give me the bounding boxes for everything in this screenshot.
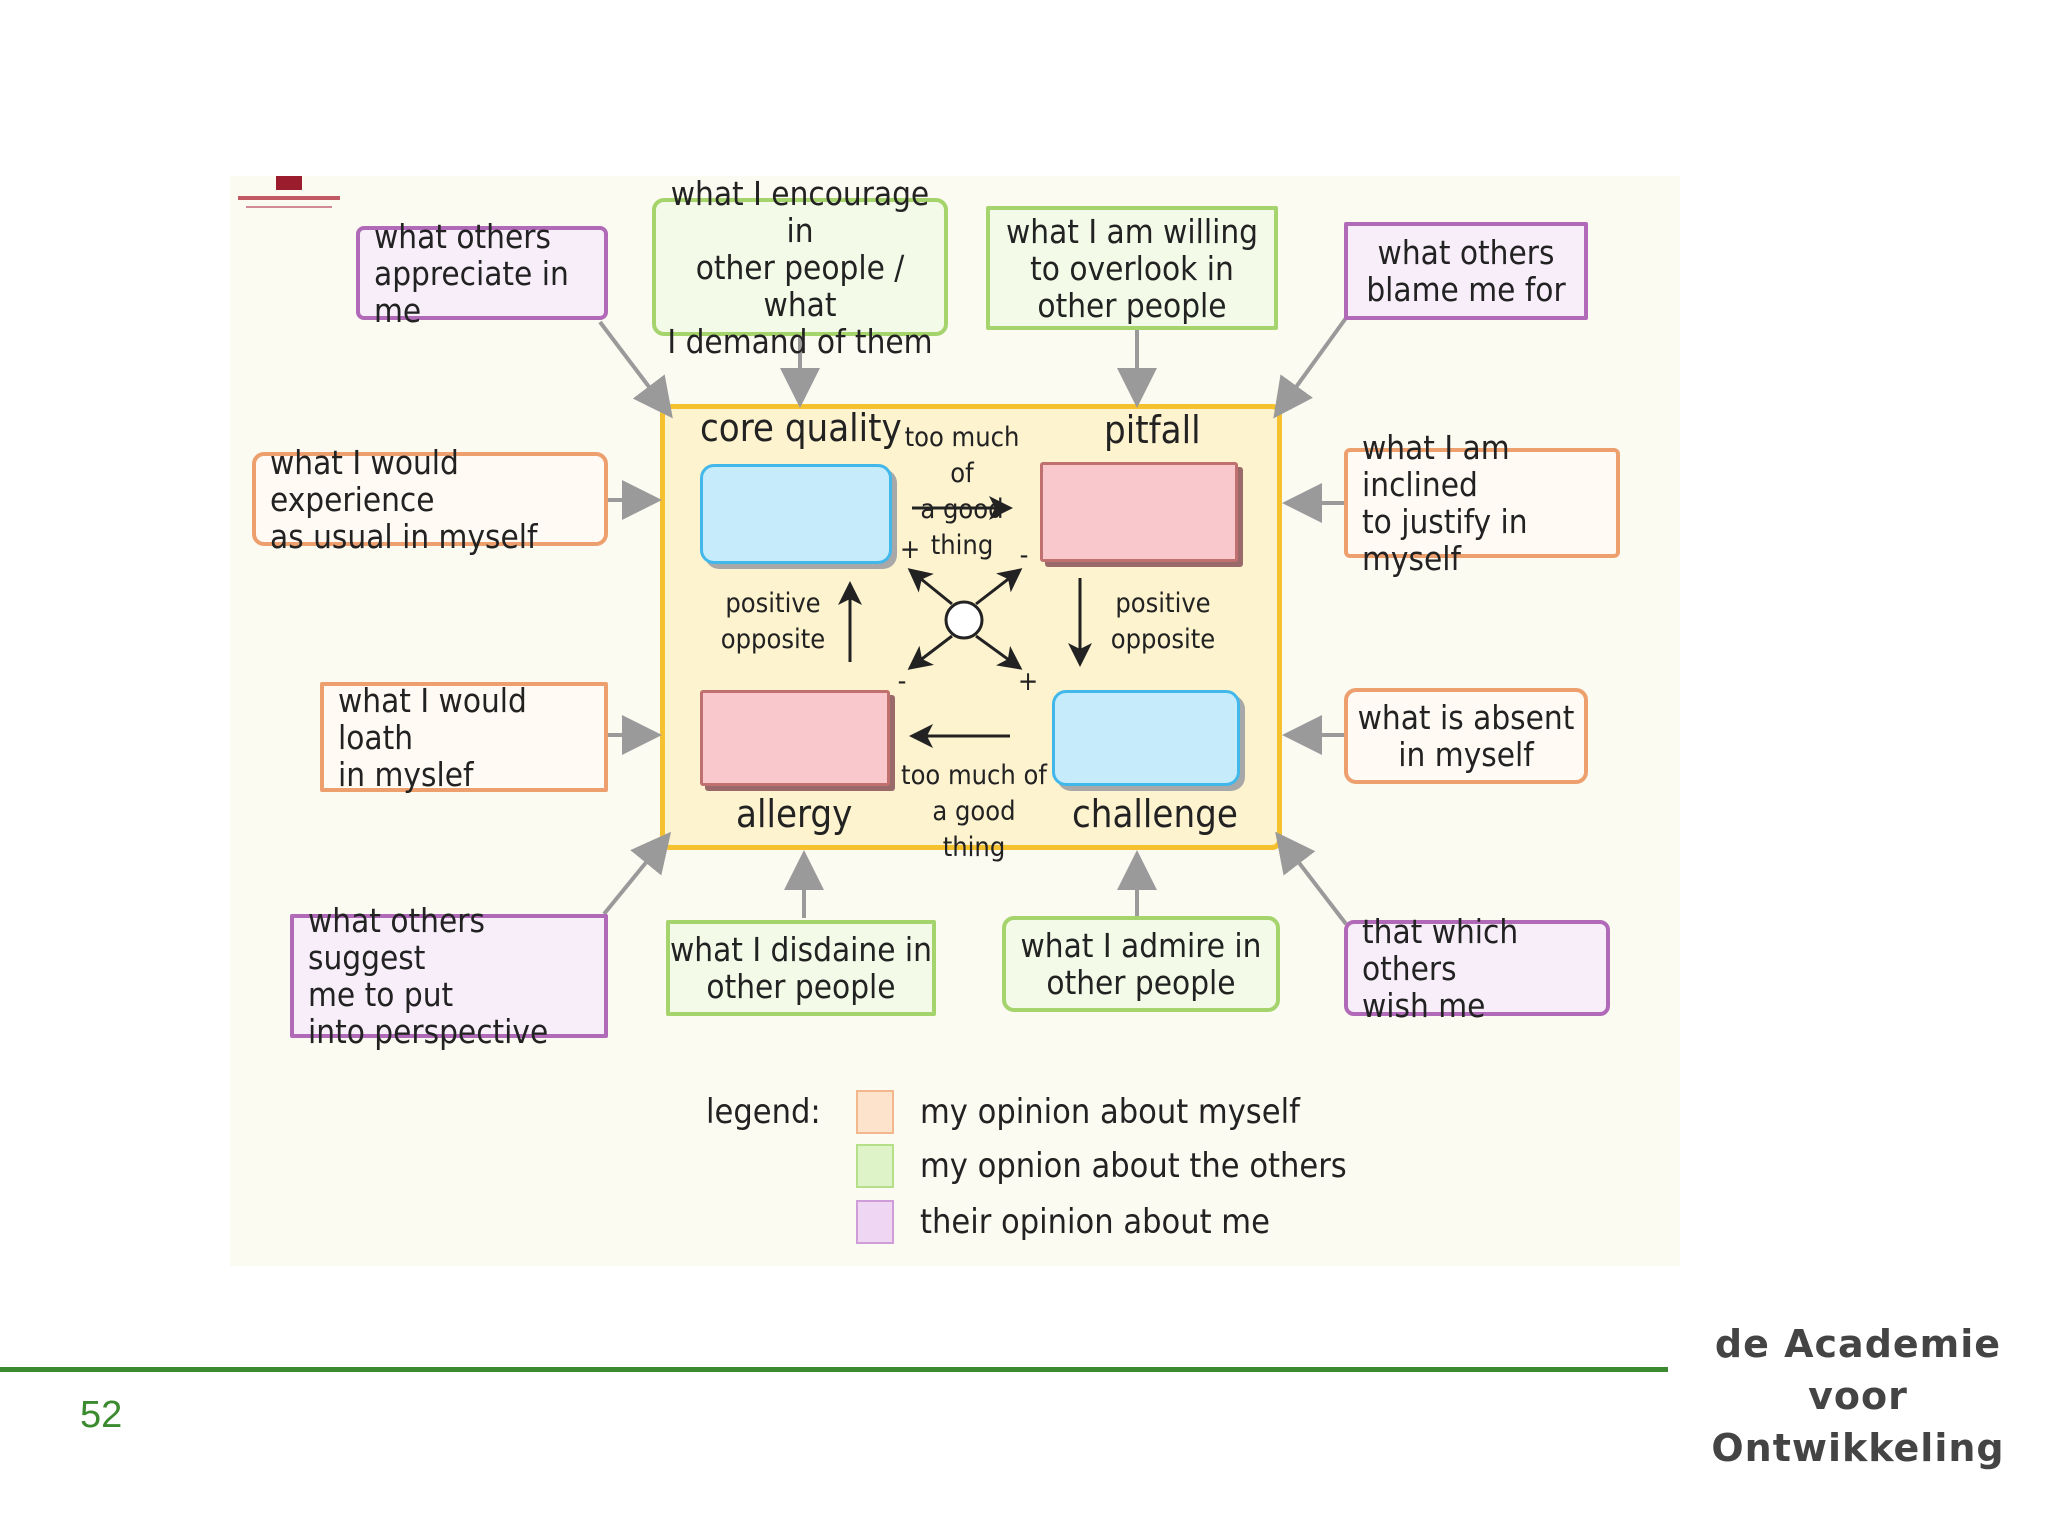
challenge-box xyxy=(1052,690,1240,786)
plus-sign-bottom-right: + xyxy=(1017,666,1039,697)
outer-arrows xyxy=(598,316,1348,926)
too-much-label-top: too much of a good thing xyxy=(904,422,1020,561)
box-that-which-others-wish: that which others wish me xyxy=(1344,913,1610,1024)
box-what-others-suggest: what others suggest me to put into persp… xyxy=(290,902,608,1050)
center-node xyxy=(944,600,984,640)
legend-swatch-others xyxy=(856,1144,894,1188)
allergy-label: allergy xyxy=(736,792,853,836)
box-what-others-appreciate: what others appreciate in me xyxy=(356,218,608,329)
box-what-i-encourage: what I encourage in other people / what … xyxy=(652,175,948,360)
legend-swatch-myself xyxy=(856,1090,894,1134)
legend-swatch-their xyxy=(856,1200,894,1244)
positive-opposite-label-right: positive opposite xyxy=(1110,588,1216,655)
core-quality-label: core quality xyxy=(700,406,902,450)
inner-arrows xyxy=(838,496,1092,748)
minus-sign-bottom-left: - xyxy=(897,666,907,697)
page-number: 52 xyxy=(80,1394,123,1436)
legend-label-others: my opnion about the others xyxy=(920,1146,1347,1186)
box-what-i-experience-as-usual: what I would experience as usual in myse… xyxy=(252,444,608,555)
footer-divider xyxy=(0,1367,1668,1372)
too-much-label-bottom: too much of a good thing xyxy=(901,760,1047,863)
box-what-i-overlook: what I am willing to overlook in other p… xyxy=(986,206,1278,330)
box-what-i-disdain: what I disdaine in other people xyxy=(666,920,936,1016)
positive-opposite-label-left: positive opposite xyxy=(720,588,826,655)
plus-sign-top-left: + xyxy=(899,534,921,565)
brand-wordmark: de Academie voor Ontwikkeling xyxy=(1711,1322,2005,1470)
university-logo xyxy=(238,176,340,208)
box-what-is-absent: what is absent in myself xyxy=(1344,688,1588,784)
core-quality-box xyxy=(700,464,892,564)
box-what-i-admire: what I admire in other people xyxy=(1002,916,1280,1012)
pitfall-box xyxy=(1040,462,1238,562)
legend-title: legend: xyxy=(706,1092,821,1132)
pitfall-label: pitfall xyxy=(1104,408,1201,452)
box-what-i-justify: what I am inclined to justify in myself xyxy=(1344,429,1620,577)
allergy-box xyxy=(700,690,890,786)
box-what-others-blame: what others blame me for xyxy=(1344,222,1588,320)
legend-label-their: their opinion about me xyxy=(920,1202,1270,1242)
challenge-label: challenge xyxy=(1072,792,1238,836)
minus-sign-top-right: - xyxy=(1019,540,1029,571)
box-what-i-would-loath: what I would loath in myslef xyxy=(320,682,608,793)
legend-label-myself: my opinion about myself xyxy=(920,1092,1300,1132)
